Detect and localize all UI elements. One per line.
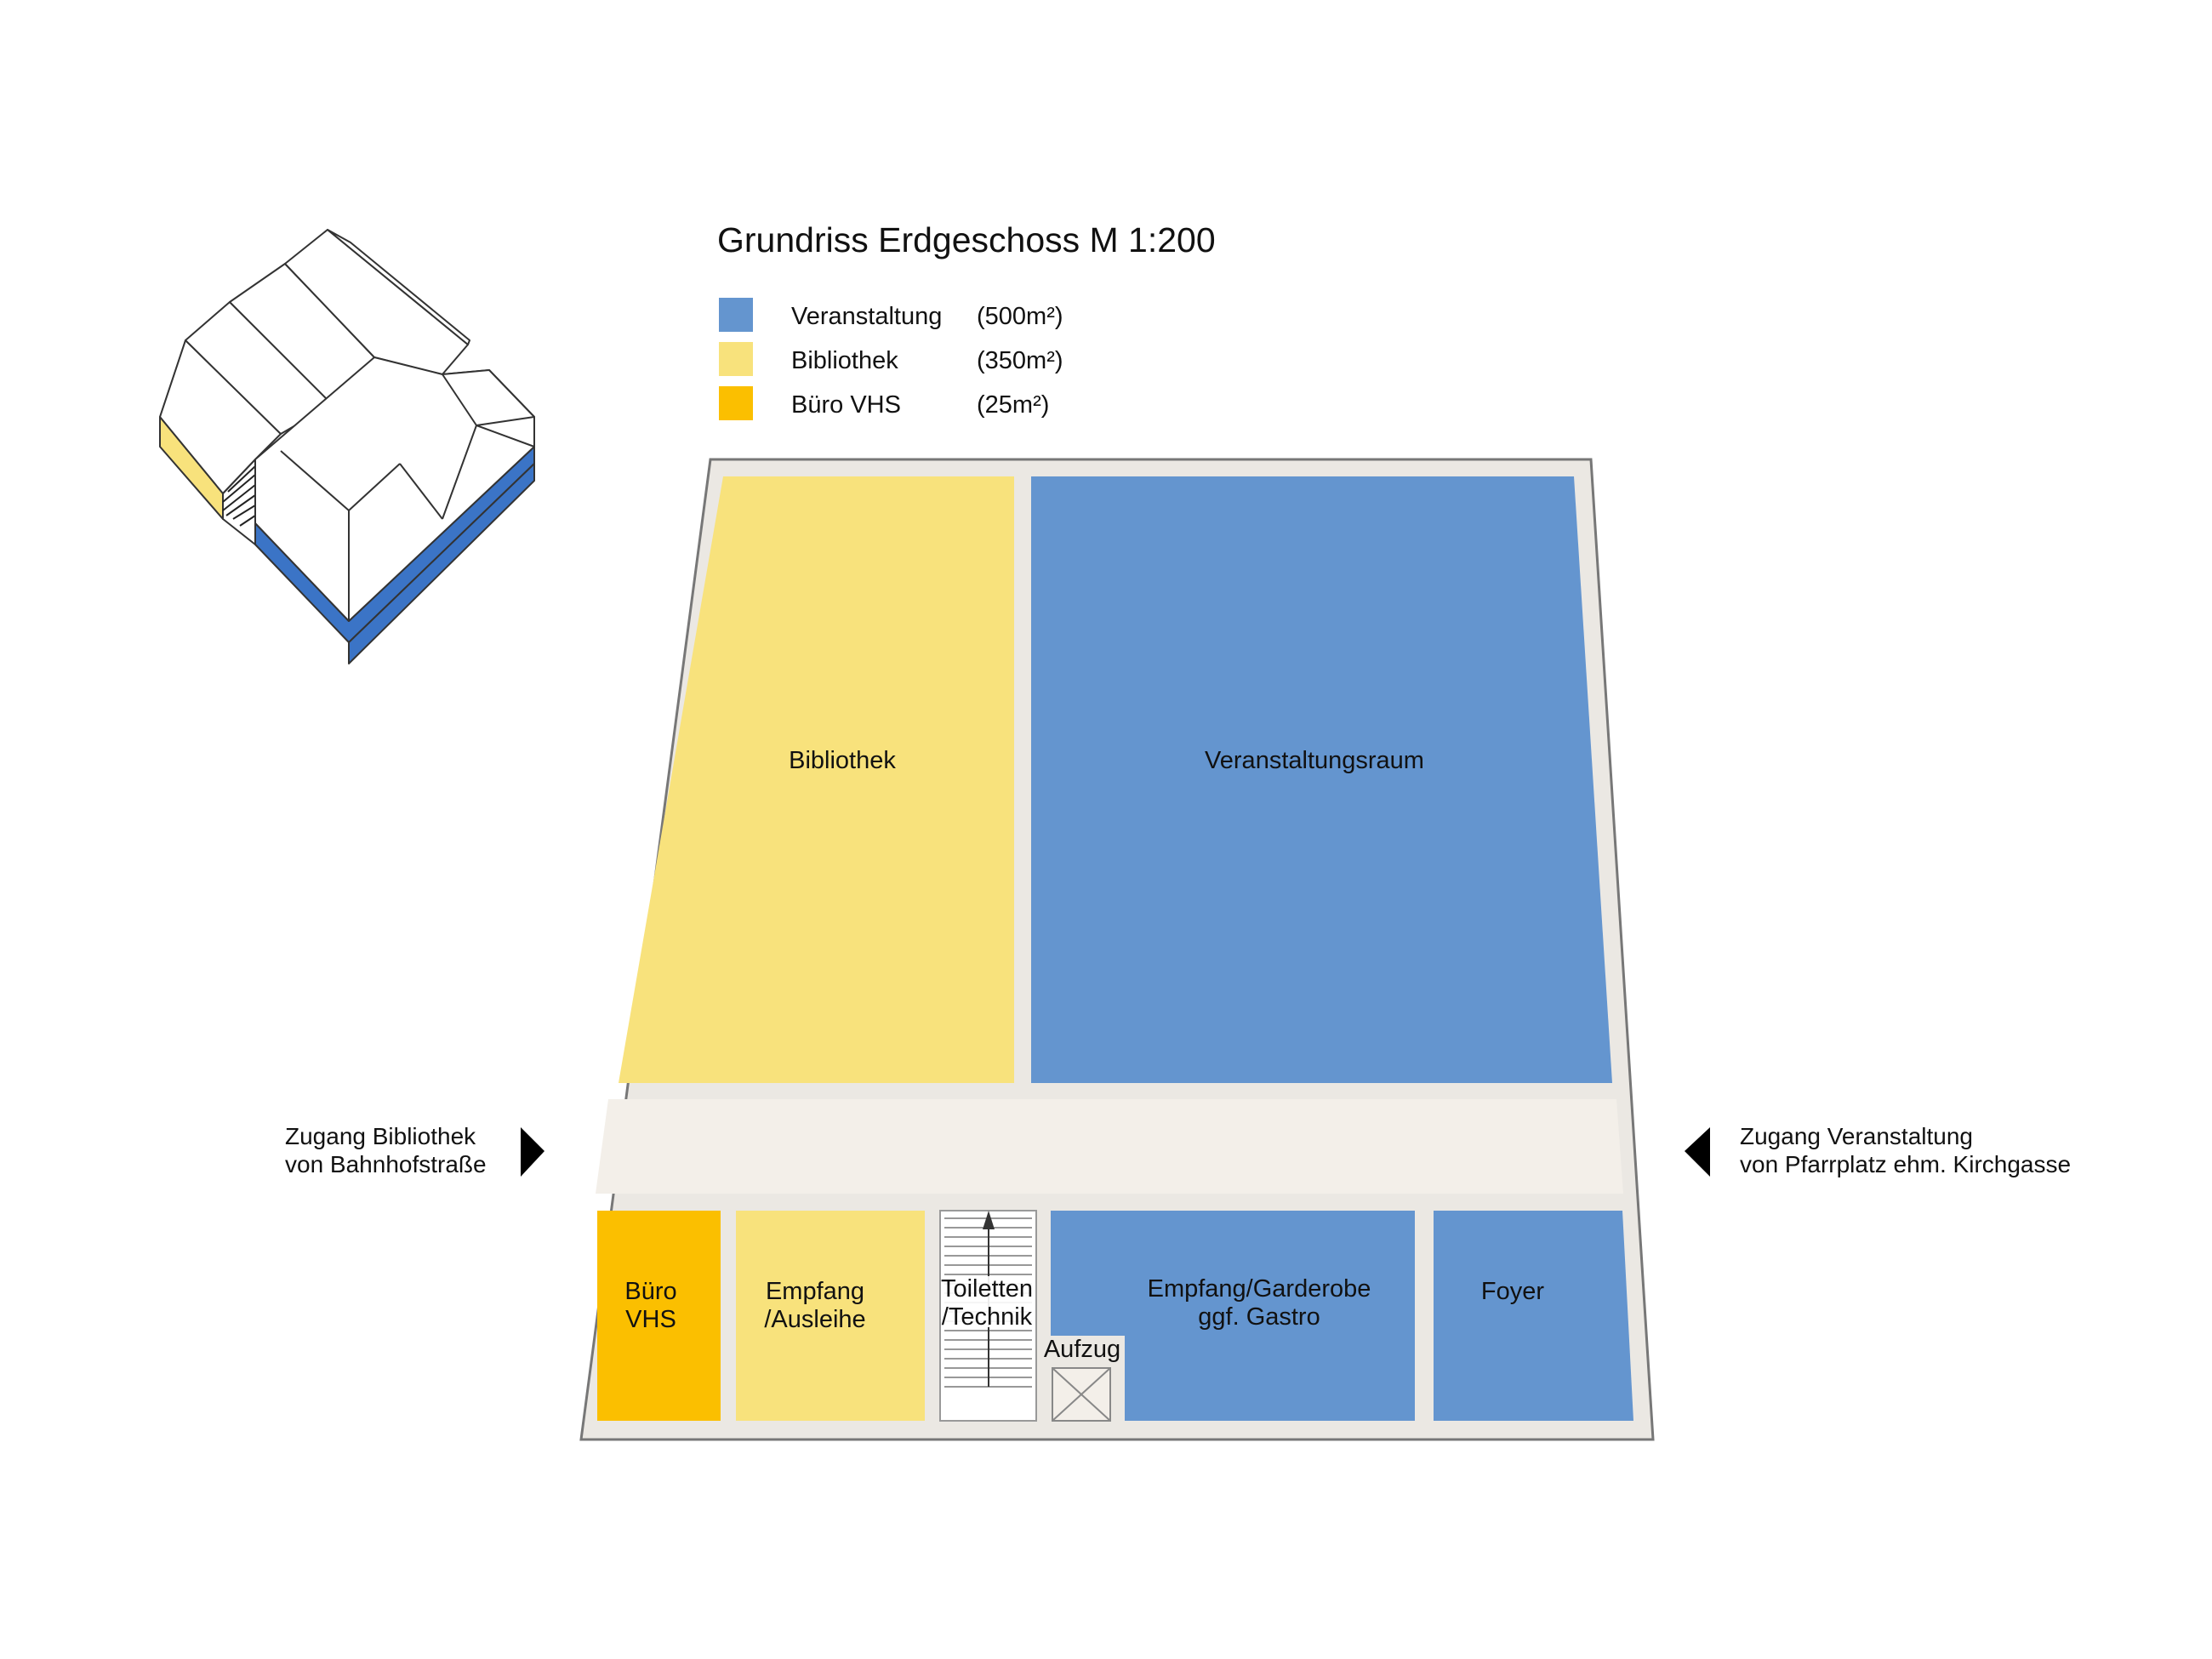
iso-ridge-line (348, 463, 401, 511)
iso-roof-top (284, 229, 469, 375)
iso-ridge-line (399, 463, 443, 520)
room-empfang-garderobe (1051, 1211, 1415, 1421)
legend-label: Bibliothek (791, 347, 898, 374)
room-buero-vhs (597, 1211, 721, 1421)
room-label-foyer: Foyer (1481, 1278, 1544, 1305)
room-label-veranstaltungsraum: Veranstaltungsraum (1205, 747, 1424, 774)
room-label-bibliothek: Bibliothek (789, 747, 896, 774)
toiletten-label-bg (943, 1276, 1035, 1327)
iso-roof-top-face (327, 229, 470, 345)
access-right-line2: von Pfarrplatz ehm. Kirchgasse (1740, 1151, 2071, 1177)
legend-swatch-bibliothek (719, 342, 753, 376)
stair-arrow-icon (983, 1211, 995, 1229)
iso-roof-left (159, 339, 282, 494)
access-arrow-right-icon (521, 1127, 544, 1177)
elevator-cross-icon (1052, 1367, 1111, 1422)
room-bibliothek (619, 476, 1014, 1083)
legend-swatch-veranstaltung (719, 298, 753, 332)
access-left-line1: Zugang Bibliothek (285, 1123, 476, 1149)
room-label-aufzug: Aufzug (1044, 1336, 1120, 1363)
legend-area: (25m²) (977, 391, 1049, 419)
iso-ridge-line (442, 425, 477, 520)
iso-base-front (348, 463, 535, 664)
legend-label: Büro VHS (791, 391, 901, 419)
room-label-garderobe-line2: ggf. Gastro (1198, 1303, 1320, 1331)
legend-area: (500m²) (977, 303, 1063, 330)
room-label-empfang-line1: Empfang (766, 1278, 864, 1305)
iso-roof-right-2 (442, 369, 535, 426)
room-label-empfang-line2: /Ausleihe (764, 1306, 865, 1333)
room-label-buero-line2: VHS (625, 1306, 676, 1333)
room-label-toiletten-line2: /Technik (942, 1303, 1033, 1331)
room-label-buero-line1: Büro (624, 1278, 676, 1305)
legend-area: (350m²) (977, 347, 1063, 374)
room-label-toiletten-line1: Toiletten (941, 1275, 1033, 1303)
iso-ridge-line (280, 450, 350, 511)
room-veranstaltungsraum (1031, 476, 1612, 1083)
legend-swatch-buero (719, 386, 753, 420)
access-left-line2: von Bahnhofstraße (285, 1151, 487, 1177)
isometric-model (159, 229, 535, 664)
corridor (596, 1099, 1623, 1194)
room-empfang-ausleihe (736, 1211, 925, 1421)
room-foyer (1434, 1211, 1633, 1421)
access-arrow-left-icon (1685, 1127, 1710, 1177)
room-label-garderobe-line1: Empfang/Garderobe (1148, 1275, 1371, 1303)
legend: Veranstaltung (500m²) Bibliothek (350m²)… (719, 298, 1063, 420)
legend-label: Veranstaltung (791, 303, 942, 330)
iso-ridge-line (476, 425, 535, 448)
plan-title: Grundriss Erdgeschoss M 1:200 (717, 220, 1216, 259)
iso-hatch (222, 465, 256, 527)
access-right-line1: Zugang Veranstaltung (1740, 1123, 1973, 1149)
